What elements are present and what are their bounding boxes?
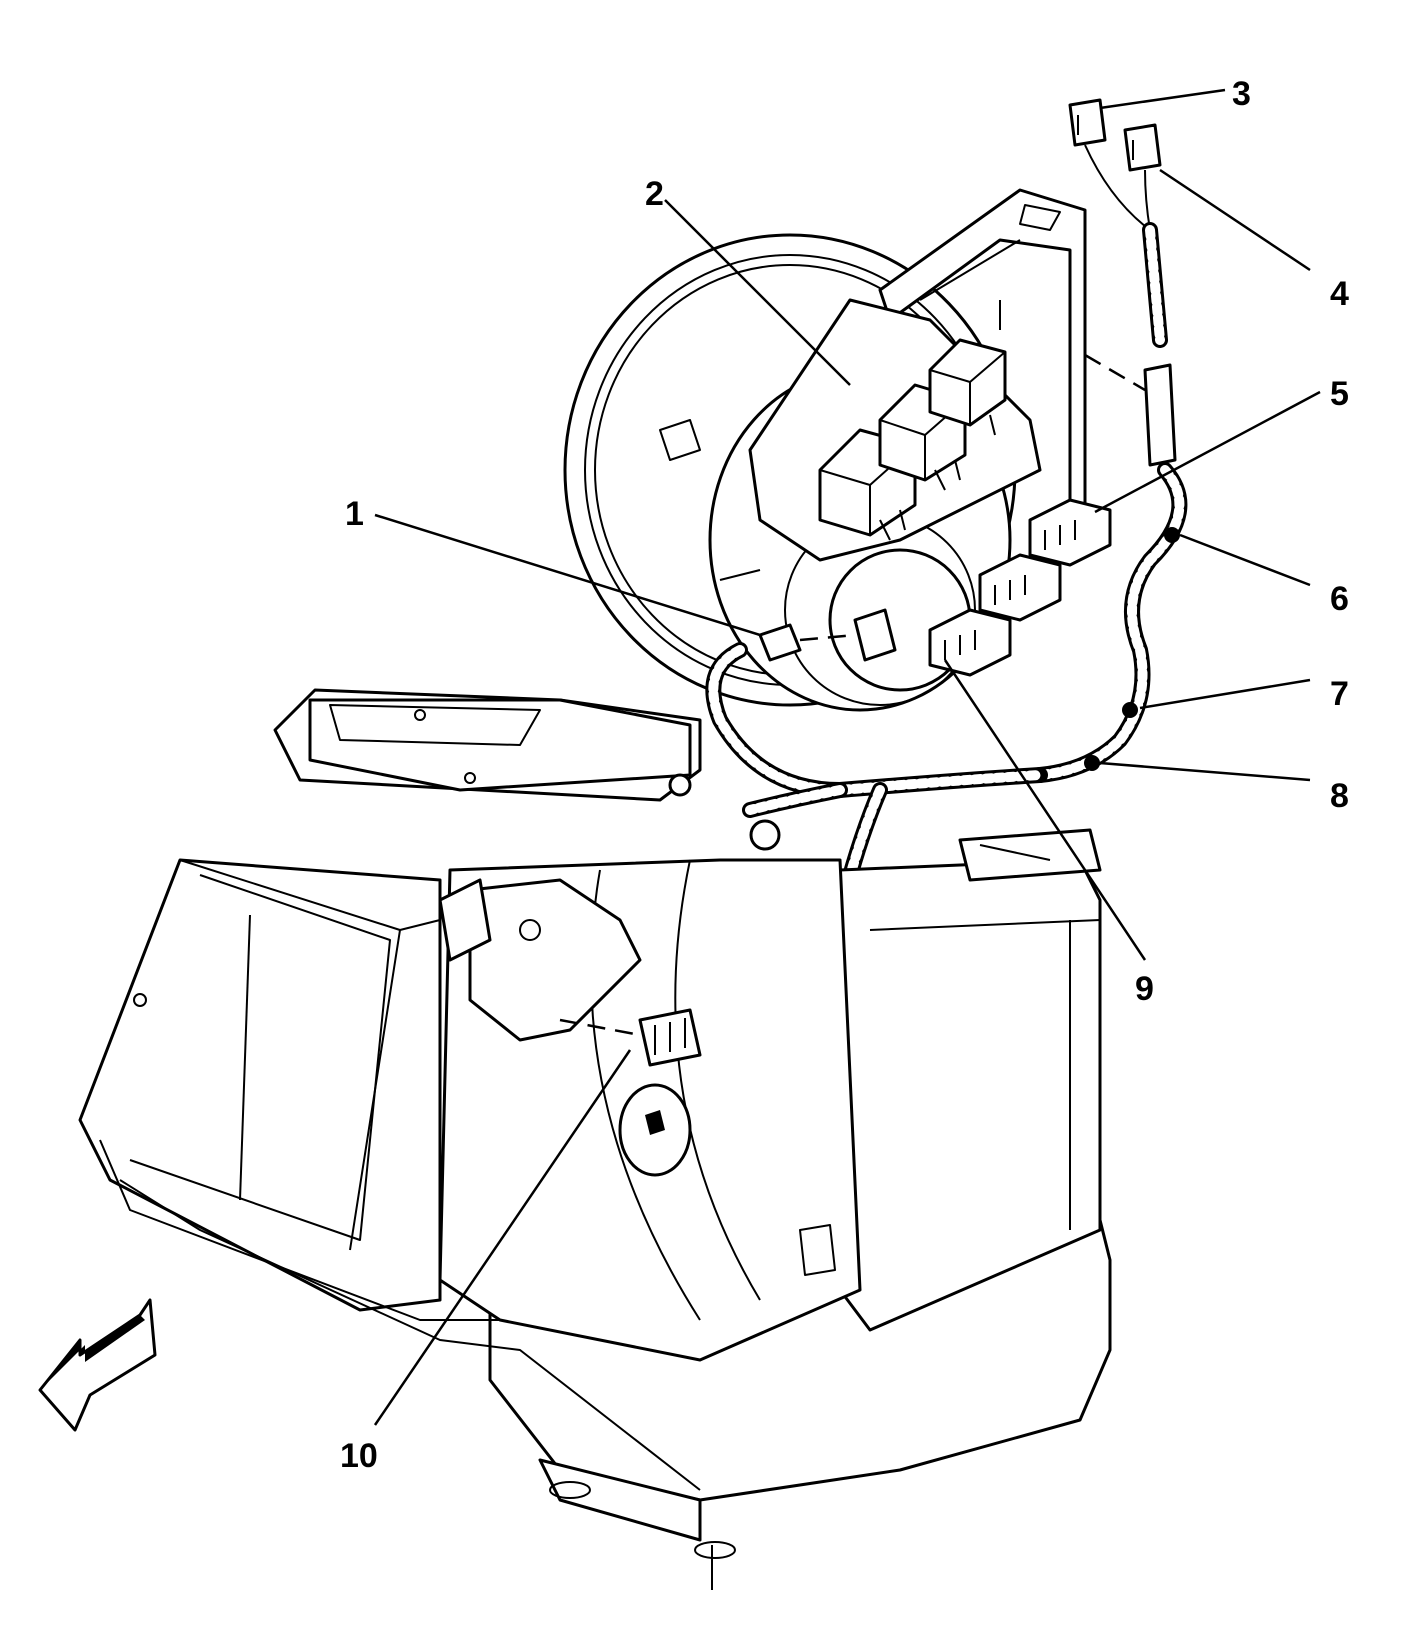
callout-3: 3	[1232, 75, 1251, 113]
relay-bank	[748, 298, 1042, 562]
leader-lines	[373, 88, 1321, 1426]
callout-8: 8	[1330, 777, 1349, 815]
front-direction-arrow-icon	[38, 1298, 157, 1432]
callout-10: 10	[340, 1437, 378, 1475]
relay-connectors	[928, 498, 1112, 677]
blower-motor-connector	[758, 608, 897, 662]
callout-1: 1	[345, 495, 364, 533]
callout-4: 4	[1330, 275, 1349, 313]
callout-2: 2	[645, 175, 664, 213]
mode-actuator	[438, 878, 702, 1067]
callout-6: 6	[1330, 580, 1349, 618]
hvac-case	[438, 828, 1112, 1590]
air-inlet-plenum	[273, 688, 781, 851]
callout-labels: 1 2 3 4 5 6 7 8 9 10	[340, 75, 1349, 1475]
callout-9: 9	[1135, 970, 1154, 1008]
callout-7: 7	[1330, 675, 1349, 713]
side-duct	[78, 858, 701, 1491]
upper-harness	[1032, 98, 1188, 783]
callout-5: 5	[1330, 375, 1349, 413]
